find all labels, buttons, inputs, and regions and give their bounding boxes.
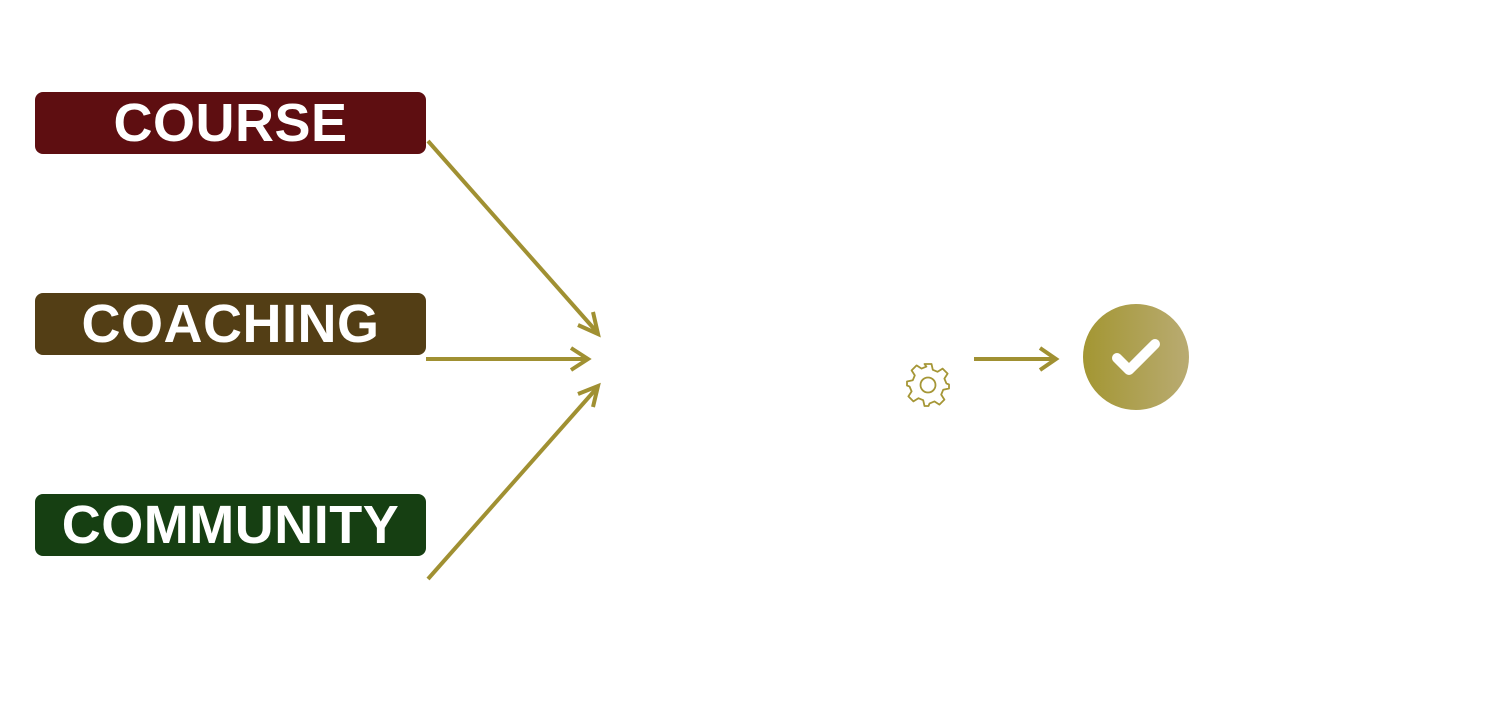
arrow-course-to-merge xyxy=(426,139,601,338)
input-box-course: COURSE xyxy=(35,92,426,154)
arrow-process-to-result xyxy=(974,346,1060,372)
check-circle-icon xyxy=(1083,304,1189,410)
arrow-community-to-merge xyxy=(426,382,601,581)
gear-icon xyxy=(906,363,950,407)
arrow-coaching-to-merge xyxy=(426,346,592,372)
input-box-community: COMMUNITY xyxy=(35,494,426,556)
input-box-coaching: COACHING xyxy=(35,293,426,355)
